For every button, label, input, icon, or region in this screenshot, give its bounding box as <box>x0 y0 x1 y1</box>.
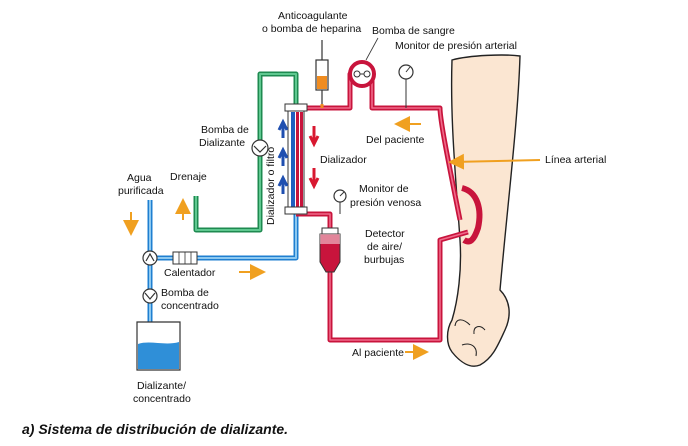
patient-arm <box>446 54 521 367</box>
label-dialysate-pump-2: Dializante <box>199 137 245 149</box>
label-dialyzer-filter: Dializador o filtro <box>265 147 277 225</box>
label-anticoagulant-2: o bomba de heparina <box>262 23 361 35</box>
dialyzer-flow-arrows <box>277 118 320 194</box>
label-concentrate-pump-1: Bomba de <box>161 287 209 299</box>
label-arterial-line: Línea arterial <box>545 154 606 166</box>
air-bubble-detector-icon <box>319 227 341 273</box>
concentrate-pump-icon <box>142 288 158 304</box>
flow-direction-arrows <box>123 116 541 360</box>
label-venous-monitor-1: Monitor de <box>359 183 409 195</box>
venous-pressure-gauge-icon <box>333 189 347 214</box>
heparin-syringe-icon <box>315 40 329 108</box>
label-dialyzer: Dializador <box>320 154 367 166</box>
label-to-patient: Al paciente <box>352 347 404 359</box>
label-drain: Drenaje <box>170 171 207 183</box>
label-purified-water-2: purificada <box>118 185 164 197</box>
label-blood-pump: Bomba de sangre <box>372 25 455 37</box>
label-dialysate-container-1: Dializante/ <box>137 380 186 392</box>
dialysate-pump-icon <box>251 139 269 157</box>
label-air-detector-2: de aire/ <box>367 241 402 253</box>
label-anticoagulant-1: Anticoagulante <box>278 10 348 22</box>
dialyzer-filter <box>284 103 308 215</box>
label-arterial-monitor: Monitor de presión arterial <box>395 40 517 52</box>
label-purified-water-1: Agua <box>127 172 152 184</box>
water-valve-icon <box>142 250 158 266</box>
arterial-pressure-gauge-icon <box>398 64 414 108</box>
label-air-detector-3: burbujas <box>364 254 404 266</box>
leader-lines <box>365 37 379 61</box>
label-venous-monitor-2: presión venosa <box>350 197 421 209</box>
label-dialysate-pump-1: Bomba de <box>201 124 249 136</box>
heater-icon <box>172 251 198 265</box>
figure-caption: a) Sistema de distribución de dializante… <box>22 421 289 437</box>
dialysate-container-icon <box>136 321 181 371</box>
catheter <box>460 185 483 245</box>
label-from-patient: Del paciente <box>366 134 425 146</box>
label-heater: Calentador <box>164 267 216 279</box>
blood-pump-icon <box>348 60 376 88</box>
label-dialysate-container-2: concentrado <box>133 393 191 405</box>
label-concentrate-pump-2: concentrado <box>161 300 219 312</box>
label-air-detector-1: Detector <box>365 228 405 240</box>
